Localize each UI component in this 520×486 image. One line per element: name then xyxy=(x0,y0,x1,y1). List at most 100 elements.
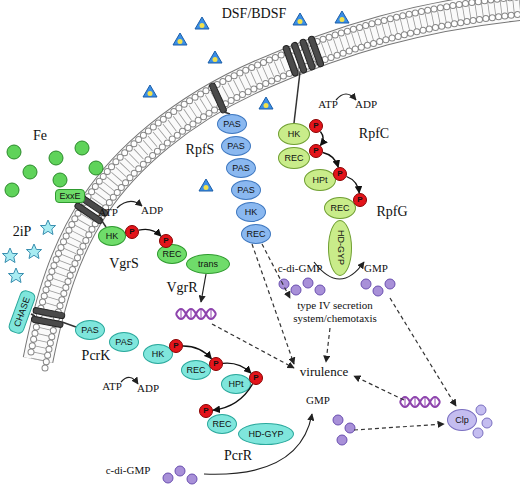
phosphate-circle: P xyxy=(249,371,263,385)
domain-name: REC xyxy=(284,154,303,163)
domain-ellipse: HK xyxy=(278,123,310,145)
text-label: c-di-GMP xyxy=(106,464,151,477)
domain-name: REC xyxy=(186,366,205,375)
domain-ellipse: PAS xyxy=(109,332,139,352)
domain-name: HD-GYP xyxy=(248,430,283,439)
phosphate-circle: P xyxy=(353,193,367,207)
domain-name: PAS xyxy=(237,186,254,195)
transmembrane-helix xyxy=(31,307,65,328)
text-label: PcrR xyxy=(224,448,252,464)
text-label: virulence xyxy=(300,365,348,380)
domain-name: PAS xyxy=(115,338,132,347)
text-label: Fe xyxy=(33,128,47,144)
phosphate-mark: P xyxy=(203,407,208,415)
phosphate-circle: P xyxy=(333,167,347,181)
phosphotransfer-arrow xyxy=(323,153,338,168)
domain-name: PAS xyxy=(223,120,240,129)
phosphate-mark: P xyxy=(129,228,134,236)
nucleotide-molecule xyxy=(163,278,395,484)
text-label: DSF/BDSF xyxy=(222,6,287,22)
phosphate-circle: P xyxy=(209,357,223,371)
clp-protein: Clp xyxy=(447,409,477,431)
text-label: RpfG xyxy=(376,204,407,220)
phosphate-mark: P xyxy=(357,196,362,204)
iron-ion xyxy=(5,141,103,197)
text-label: GMP xyxy=(364,262,388,275)
domain-name: ExxE xyxy=(59,192,80,201)
domain-ellipse: REC xyxy=(181,360,211,380)
domain-name: REC xyxy=(330,204,349,213)
domain-ellipse: HD-GYP xyxy=(328,220,352,276)
transmembrane-helix xyxy=(209,82,227,114)
cytokinin-star xyxy=(2,220,55,283)
domain-ellipse: HPt xyxy=(221,374,251,394)
domain-name: HK xyxy=(152,350,165,359)
text-label: ADP xyxy=(137,382,159,395)
phosphate-mark: P xyxy=(163,237,168,245)
reaction-arrow xyxy=(117,94,364,474)
domain-name: HK xyxy=(245,208,258,217)
domain-name: HK xyxy=(106,232,119,241)
phosphotransfer-arrow xyxy=(347,177,360,194)
domain-name: CHASE xyxy=(12,296,31,328)
lipid-tails xyxy=(38,5,520,360)
domain-ellipse: HK xyxy=(98,226,126,246)
linker-line xyxy=(31,72,300,327)
transmembrane-helix xyxy=(282,35,324,76)
dsf-signal-molecule xyxy=(143,11,349,191)
text-label: RpfS xyxy=(186,142,215,158)
lipid-heads xyxy=(45,13,520,368)
text-label: GMP xyxy=(306,394,330,407)
text-label: ATP xyxy=(102,380,122,393)
phosphate-circle: P xyxy=(199,404,213,418)
domain-ellipse: HK xyxy=(236,202,266,222)
domain-name: HD-GYP xyxy=(336,230,345,265)
phosphotransfer-arrow xyxy=(320,132,323,146)
phosphate-circle: P xyxy=(309,144,323,158)
phosphate-mark: P xyxy=(313,147,318,155)
membrane-edge xyxy=(38,5,520,360)
phosphate-circle: P xyxy=(309,119,323,133)
phosphate-circle: P xyxy=(159,234,173,248)
domain-ellipse: REC xyxy=(207,414,237,434)
phosphotransfer-arrow xyxy=(183,346,211,359)
domain-ellipse: ExxE xyxy=(55,189,85,203)
domain-ellipse: HPt xyxy=(304,169,336,191)
text-label: type IV secretion system/chemotaxis xyxy=(285,299,385,324)
phosphate-mark: P xyxy=(337,170,342,178)
text-label: ADP xyxy=(141,204,163,217)
text-label: ATP xyxy=(98,206,118,219)
lipid-heads xyxy=(31,0,518,352)
domain-name: HPt xyxy=(312,176,327,185)
phosphate-mark: P xyxy=(313,122,318,130)
domain-name: PAS xyxy=(81,326,98,335)
phosphotransfer-arrow xyxy=(139,229,161,236)
text-label: ADP xyxy=(355,98,377,111)
domain-ellipse: PAS xyxy=(217,114,247,134)
phosphate-mark: P xyxy=(213,360,218,368)
domain-name: PAS xyxy=(232,164,249,173)
text-label: c-di-GMP xyxy=(278,262,323,275)
domain-ellipse: PAS xyxy=(221,136,251,156)
phosphate-circle: P xyxy=(169,339,183,353)
domain-ellipse: PAS xyxy=(75,320,105,340)
domain-ellipse: HD-GYP xyxy=(238,423,294,445)
domain-ellipse: PAS xyxy=(231,180,261,200)
lipid-heads xyxy=(31,0,518,352)
phosphate-circle: P xyxy=(125,225,139,239)
domain-name: Clp xyxy=(455,416,469,425)
phosphate-mark: P xyxy=(173,342,178,350)
domain-name: HK xyxy=(288,130,301,139)
text-label: ATP xyxy=(318,98,338,111)
domain-name: PAS xyxy=(227,142,244,151)
domain-ellipse: trans xyxy=(186,254,230,274)
phosphotransfer-arrow xyxy=(223,363,251,373)
domain-ellipse: REC xyxy=(278,147,310,169)
domain-name: REC xyxy=(162,250,181,259)
text-label: VgrR xyxy=(166,280,197,296)
membrane-core xyxy=(38,5,520,360)
text-label: PcrK xyxy=(82,348,111,364)
text-label: 2iP xyxy=(13,224,32,240)
domain-name: trans xyxy=(198,260,218,269)
text-label: VgrS xyxy=(109,256,139,272)
